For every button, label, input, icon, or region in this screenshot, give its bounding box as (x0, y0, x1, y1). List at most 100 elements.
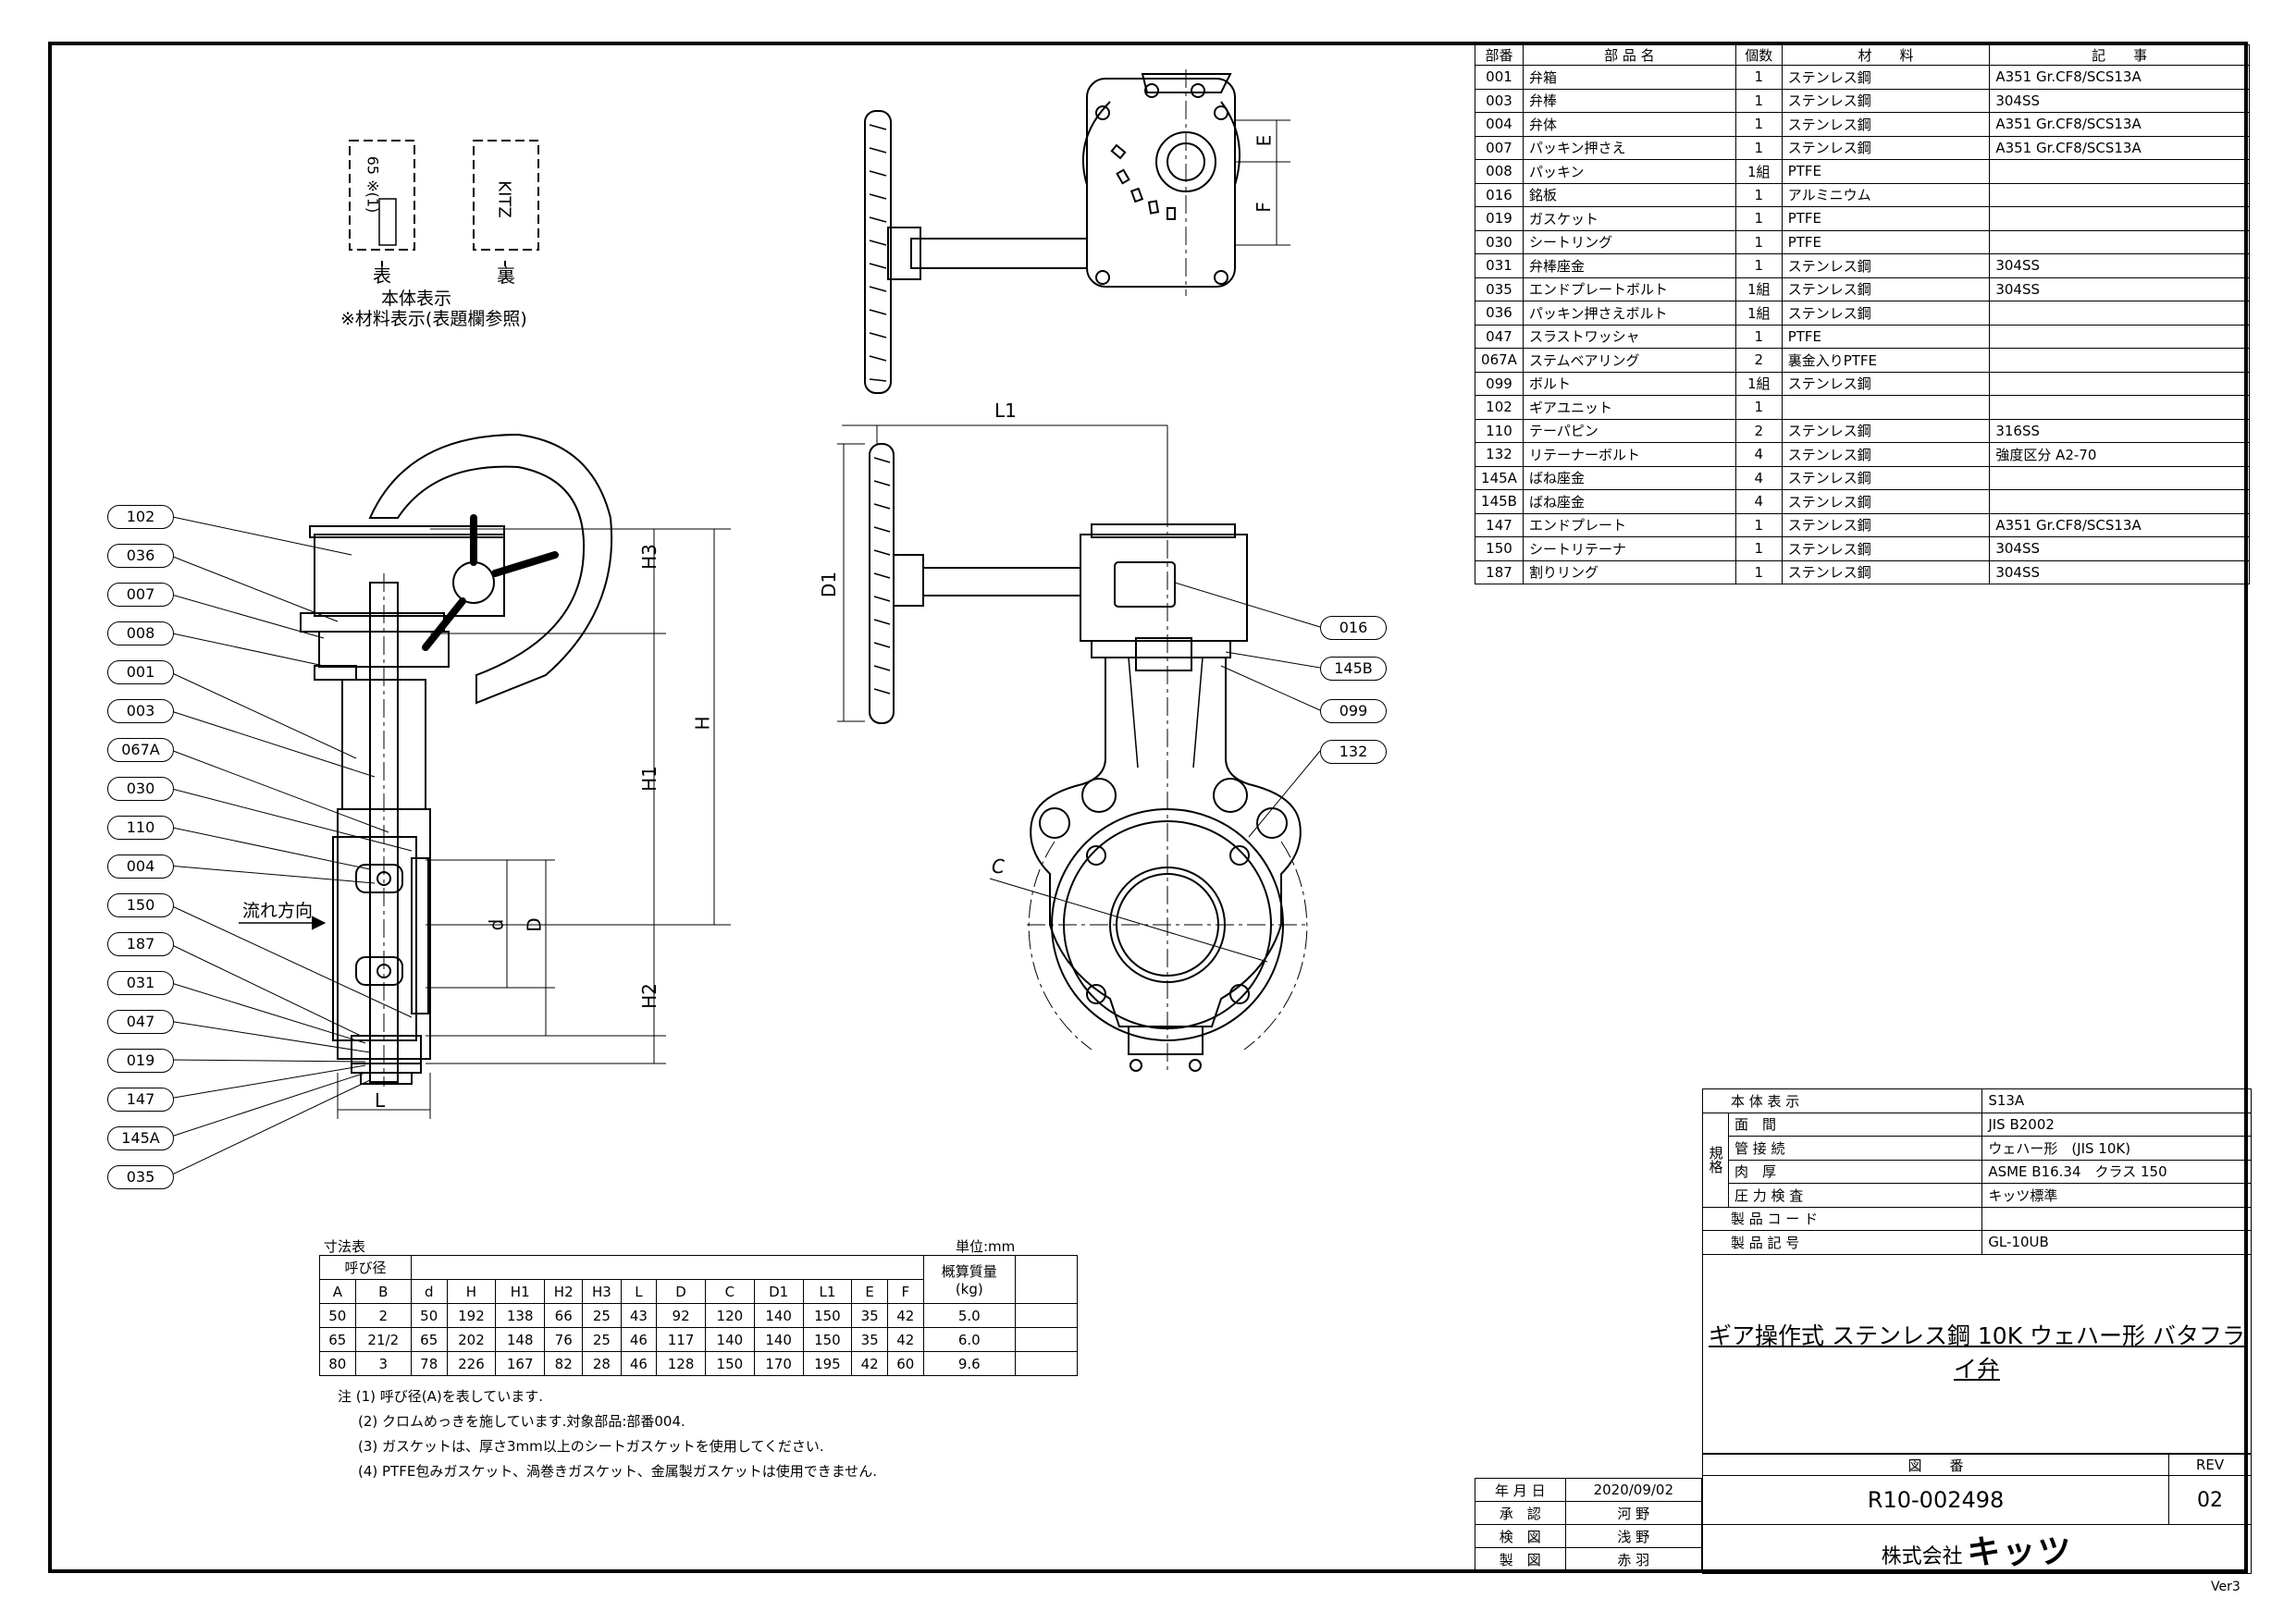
parts-cell (1989, 182, 2250, 207)
dim-cell: 60 (886, 1351, 924, 1376)
parts-cell: 145B (1475, 489, 1524, 514)
signoff-role: 年 月 日 (1475, 1478, 1566, 1502)
side-view-valve (167, 433, 731, 1177)
parts-cell: 304SS (1989, 536, 2250, 561)
spec-label: 製 品 記 号 (1701, 1230, 1983, 1255)
marking-caption-2: ※材料表示(表題欄参照) (340, 309, 527, 329)
dim-label-d-small: d (485, 918, 508, 931)
note-3: (3) ガスケットは、厚さ3mm以上のシートガスケットを使用してください. (358, 1438, 824, 1455)
parts-cell: 187 (1475, 559, 1524, 584)
parts-cell: 1 (1734, 206, 1783, 231)
dim-col-A: A (319, 1279, 356, 1304)
parts-cell (1989, 206, 2250, 231)
parts-cell: 4 (1734, 465, 1783, 490)
callout-030: 030 (107, 777, 174, 801)
title-box: ギア操作式 ステンレス鋼 10K ウェハー形 バタフライ弁 (1702, 1254, 2252, 1454)
signoff-role: 承 認 (1475, 1501, 1566, 1525)
dim-cell: 195 (802, 1351, 853, 1376)
callout-004: 004 (107, 855, 174, 879)
dim-label-h: H (691, 716, 714, 731)
parts-table-header: 部番部 品 名個数材 料記 事 (1475, 44, 2250, 66)
parts-cell: エンドプレート (1522, 512, 1736, 537)
dim-weight-header: 概算質量(kg) (922, 1255, 1017, 1304)
dimension-table-title: 寸法表 (324, 1238, 366, 1255)
parts-cell: 1 (1734, 229, 1783, 254)
dimension-table-unit: 単位:mm (956, 1238, 1016, 1255)
callout-031: 031 (107, 971, 174, 995)
parts-cell: 1 (1734, 395, 1783, 420)
parts-cell (1989, 159, 2250, 184)
parts-cell: ステンレス鋼 (1781, 536, 1991, 561)
dim-cell: 50 (410, 1303, 448, 1328)
parts-cell: A351 Gr.CF8/SCS13A (1989, 65, 2250, 90)
dim-cell: 28 (582, 1351, 622, 1376)
dim-cell: 167 (495, 1351, 546, 1376)
top-view-gear (864, 69, 1290, 394)
parts-cell: ステンレス鋼 (1781, 65, 1991, 90)
parts-cell: ステムベアリング (1522, 348, 1736, 373)
callout-110: 110 (107, 816, 174, 840)
spec-row: 製 品 コ ー ド (1701, 1206, 2252, 1231)
spec-value (1981, 1206, 2252, 1231)
parts-cell: ステンレス鋼 (1781, 559, 1991, 584)
parts-cell: ばね座金 (1522, 465, 1736, 490)
parts-cell: 1 (1734, 536, 1783, 561)
parts-cell: 4 (1734, 442, 1783, 467)
parts-cell: 弁棒座金 (1522, 253, 1736, 278)
dim-cell: 43 (620, 1303, 658, 1328)
dim-col-C: C (704, 1279, 755, 1304)
callout-036: 036 (107, 544, 174, 568)
parts-cell: 030 (1475, 229, 1524, 254)
spec-row: 管 接 続ウェハー形 (JIS 10K) (1703, 1136, 2252, 1161)
callout-016: 016 (1320, 616, 1387, 640)
callout-001: 001 (107, 660, 174, 684)
spec-label: 製 品 コ ー ド (1701, 1206, 1983, 1231)
dim-cell-empty (1015, 1327, 1078, 1352)
parts-cell: ステンレス鋼 (1781, 277, 1991, 301)
dim-label-d1: D1 (818, 571, 841, 598)
dim-cell: 42 (886, 1303, 924, 1328)
parts-cell (1781, 395, 1991, 420)
dim-cell: 92 (656, 1303, 706, 1328)
callout-007: 007 (107, 583, 174, 607)
parts-cell: 304SS (1989, 88, 2250, 113)
parts-header-3: 材 料 (1781, 44, 1991, 66)
drawing-number-table: 図 番 REV R10-002498 02 株式会社 キッツ (1701, 1454, 2252, 1574)
dim-col-L1: L1 (802, 1279, 853, 1304)
marking-back-text: KITZ (494, 180, 514, 218)
parts-cell: 割りリング (1522, 559, 1736, 584)
dim-cell: 140 (753, 1327, 804, 1352)
callout-187: 187 (107, 932, 174, 956)
parts-cell: PTFE (1781, 229, 1991, 254)
parts-cell: 1 (1734, 182, 1783, 207)
note-1: 注 (1) 呼び径(A)を表しています. (338, 1388, 544, 1405)
drawing-title: ギア操作式 ステンレス鋼 10K ウェハー形 バタフライ弁 (1709, 1322, 2245, 1383)
parts-cell: 147 (1475, 512, 1524, 537)
dim-label-c: C (992, 855, 1005, 878)
dim-cell: 66 (544, 1303, 584, 1328)
company-cell: 株式会社 キッツ (1702, 1524, 2252, 1574)
dim-cell: 46 (620, 1351, 658, 1376)
parts-cell: ステンレス鋼 (1781, 512, 1991, 537)
parts-header-1: 部 品 名 (1522, 44, 1736, 66)
parts-cell: ステンレス鋼 (1781, 465, 1991, 490)
parts-cell: 004 (1475, 112, 1524, 137)
dim-col-H3: H3 (582, 1279, 622, 1304)
parts-cell: 1組 (1734, 277, 1783, 301)
signoff-row: 検 図浅 野 (1475, 1524, 1703, 1548)
parts-cell: ステンレス鋼 (1781, 112, 1991, 137)
spec-value: GL-10UB (1981, 1230, 2252, 1255)
signoff-row: 製 図赤 羽 (1475, 1547, 1703, 1571)
parts-cell: 304SS (1989, 559, 2250, 584)
parts-cell: 弁箱 (1522, 65, 1736, 90)
parts-cell: 2 (1734, 348, 1783, 373)
